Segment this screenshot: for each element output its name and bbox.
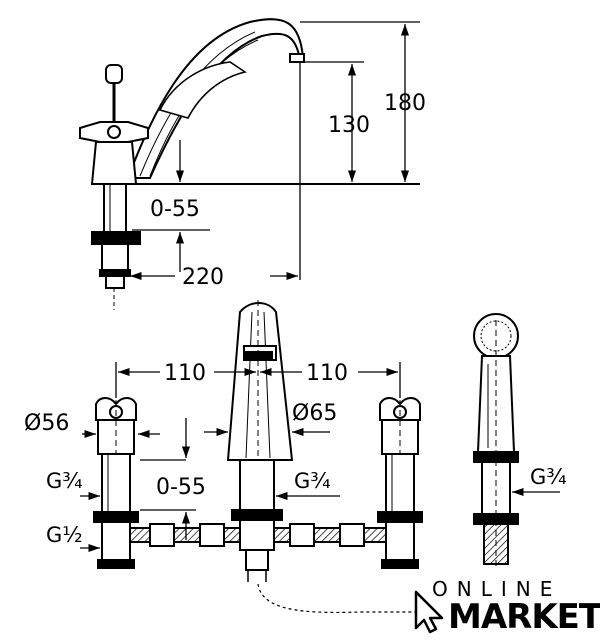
- front-view: [93, 300, 519, 614]
- side-shank: [103, 183, 127, 235]
- side-valve-body: [90, 141, 138, 185]
- side-handle-knob: [105, 64, 123, 84]
- cursor-icon: [414, 590, 444, 634]
- spout-outline: [126, 18, 305, 179]
- front-spout: [226, 302, 294, 461]
- side-view: [79, 18, 420, 310]
- dim-spacing-right: 110: [306, 361, 348, 386]
- dim-spout-height: 130: [328, 113, 370, 138]
- front-view-dimensions: [80, 362, 560, 553]
- dim-spout-diameter: Ø65: [292, 401, 337, 426]
- onlinemarket-logo: ONLINE MARKET: [414, 577, 600, 637]
- logo-line-market: MARKET: [448, 597, 600, 637]
- logo-line-online: ONLINE: [432, 577, 561, 601]
- dim-height-total: 180: [384, 91, 426, 116]
- dim-spout-reach: 220: [182, 265, 224, 290]
- dim-deck-thickness-front: 0-55: [156, 475, 206, 500]
- side-view-dimensions: [130, 21, 420, 281]
- handshower-side: [158, 61, 247, 119]
- dim-spacing-left: 110: [164, 361, 206, 386]
- dim-thread-center: G¾: [294, 469, 331, 493]
- dim-deck-thickness-side: 0-55: [150, 197, 200, 222]
- dim-thread-left: G¾: [46, 469, 83, 493]
- dim-thread-shower: G¾: [530, 465, 567, 489]
- dim-thread-inlet: G½: [46, 523, 83, 547]
- shower-hose-path: [257, 583, 420, 614]
- spout-nozzle: [289, 53, 305, 63]
- dim-handle-diameter: Ø56: [24, 411, 69, 436]
